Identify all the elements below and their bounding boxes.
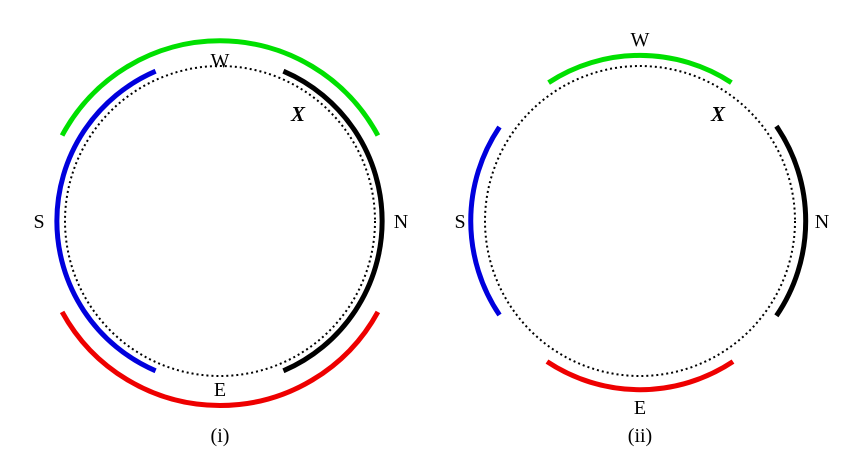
label-x: X: [290, 102, 306, 126]
panel-caption: (i): [211, 425, 230, 447]
blue-arc: [54, 68, 157, 374]
label-south: S: [33, 211, 44, 233]
label-north: N: [815, 211, 829, 233]
label-west: W: [211, 50, 230, 72]
label-east: E: [214, 379, 226, 401]
panel-ii: W N E S X (ii): [454, 29, 829, 447]
panel-caption: (ii): [628, 425, 652, 447]
dotted-circle: [484, 65, 796, 377]
panel-i: W N E S X (i): [33, 38, 408, 447]
black-arc: [774, 124, 809, 318]
blue-arc: [468, 125, 502, 317]
green-arc: [547, 52, 733, 85]
label-east: E: [634, 397, 646, 419]
label-north: N: [394, 211, 408, 233]
red-arc: [545, 359, 735, 393]
dotted-circle: [64, 65, 376, 377]
red-arc: [59, 310, 381, 408]
label-west: W: [631, 29, 650, 51]
black-arc: [282, 68, 385, 374]
label-south: S: [454, 211, 465, 233]
label-x: X: [710, 102, 726, 126]
green-arc: [59, 38, 381, 137]
